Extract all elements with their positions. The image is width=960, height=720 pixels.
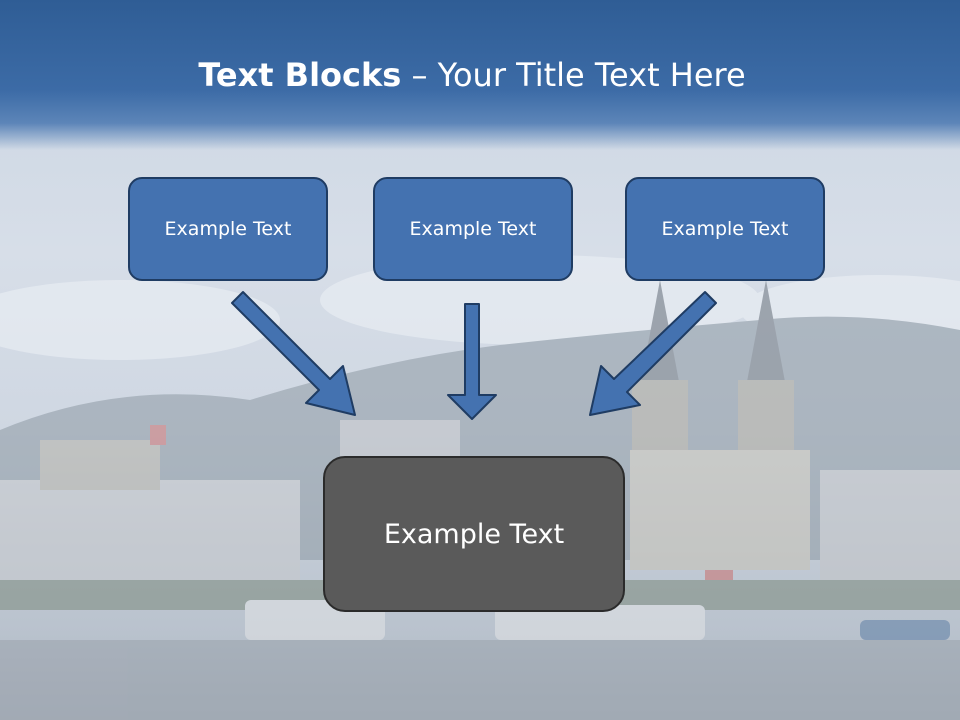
slide-title-rest: Your Title Text Here [437,56,746,94]
title-band [0,0,960,150]
text-block-3[interactable]: Example Text [625,177,825,281]
text-block-1-label: Example Text [164,218,292,240]
result-block[interactable]: Example Text [323,456,625,612]
result-block-label: Example Text [383,518,565,550]
arrow-down-icon [447,303,497,420]
text-block-1[interactable]: Example Text [128,177,328,281]
text-block-2-label: Example Text [409,218,537,240]
arrow-left-icon [231,291,356,416]
text-block-3-label: Example Text [661,218,789,240]
slide-title-bold: Text Blocks [198,56,402,94]
slide-title: Text Blocks – Your Title Text Here [0,52,944,98]
arrow-right-icon [589,291,717,416]
text-block-2[interactable]: Example Text [373,177,573,281]
slide-title-dash: – [401,56,438,94]
